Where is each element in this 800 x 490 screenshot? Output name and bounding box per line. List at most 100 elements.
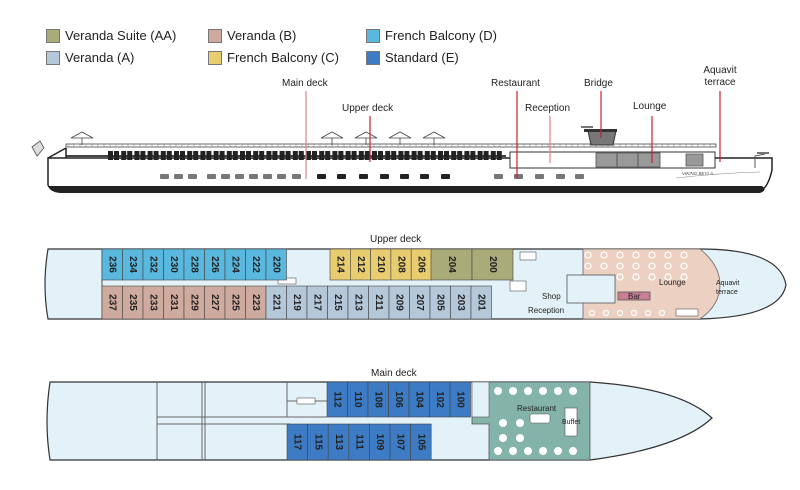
window xyxy=(385,151,391,160)
cabin-111[interactable]: 111 xyxy=(348,423,370,461)
porthole xyxy=(221,174,230,179)
cabin-number: 208 xyxy=(395,256,406,273)
atrium xyxy=(566,274,616,304)
legend: Veranda Suite (AA) Veranda (A) Veranda (… xyxy=(46,28,646,78)
cabin-100[interactable]: 100 xyxy=(449,381,471,418)
cabin-211[interactable]: 211 xyxy=(368,285,390,320)
cabin-113[interactable]: 113 xyxy=(327,423,350,461)
buffet-counter xyxy=(564,407,578,437)
shop-label: Shop xyxy=(542,292,561,301)
window xyxy=(193,151,199,160)
cabin-108[interactable]: 108 xyxy=(367,381,389,418)
cabin-203[interactable]: 203 xyxy=(450,285,472,320)
cabin-117[interactable]: 117 xyxy=(286,423,308,461)
cabin-217[interactable]: 217 xyxy=(306,285,328,320)
cabin-109[interactable]: 109 xyxy=(369,423,391,461)
cabin-102[interactable]: 102 xyxy=(429,381,451,418)
cabin-210[interactable]: 210 xyxy=(370,248,392,281)
cabin-number: 100 xyxy=(455,391,466,408)
buffet-label: Buffet xyxy=(562,419,580,426)
cabin-223[interactable]: 223 xyxy=(245,285,267,320)
porthole xyxy=(249,174,258,179)
porthole xyxy=(317,174,326,179)
cabin-number: 200 xyxy=(487,256,498,273)
window xyxy=(351,151,357,160)
porthole xyxy=(359,174,368,179)
porthole xyxy=(292,174,301,179)
cabin-222[interactable]: 222 xyxy=(245,248,267,281)
cabin-107[interactable]: 107 xyxy=(389,423,411,461)
cabin-number: 111 xyxy=(353,434,364,450)
umbrella-icon xyxy=(354,131,378,139)
porthole xyxy=(380,174,389,179)
cabin-number: 235 xyxy=(127,294,138,311)
window xyxy=(424,151,430,160)
seat xyxy=(664,262,672,270)
window xyxy=(372,151,377,160)
seat xyxy=(600,262,608,270)
cabin-207[interactable]: 207 xyxy=(409,285,431,320)
cabin-number: 222 xyxy=(250,256,261,273)
cabin-215[interactable]: 215 xyxy=(327,285,349,320)
cabin-233[interactable]: 233 xyxy=(142,285,164,320)
cabin-number: 234 xyxy=(127,256,138,273)
window xyxy=(180,151,185,160)
porthole xyxy=(174,174,183,179)
cabin-104[interactable]: 104 xyxy=(408,381,430,418)
cabin-235[interactable]: 235 xyxy=(122,285,144,320)
cabin-237[interactable]: 237 xyxy=(101,285,123,320)
window xyxy=(246,151,251,160)
window xyxy=(108,151,113,160)
ship-side-view: VIKING BEYLA xyxy=(31,91,773,193)
cabin-112[interactable]: 112 xyxy=(326,381,348,418)
cabin-115[interactable]: 115 xyxy=(307,423,329,461)
seat xyxy=(584,251,592,259)
cabin-204[interactable]: 204 xyxy=(430,248,473,281)
cabin-206[interactable]: 206 xyxy=(410,248,432,281)
cabin-225[interactable]: 225 xyxy=(224,285,246,320)
cabin-214[interactable]: 214 xyxy=(329,248,351,281)
cabin-231[interactable]: 231 xyxy=(163,285,185,320)
window xyxy=(332,151,338,160)
cabin-number: 102 xyxy=(434,391,445,408)
legend-label: Standard (E) xyxy=(385,50,459,65)
window xyxy=(319,151,325,160)
cabin-230[interactable]: 230 xyxy=(163,248,185,281)
cabin-105[interactable]: 105 xyxy=(410,423,432,461)
cabin-224[interactable]: 224 xyxy=(224,248,246,281)
cabin-220[interactable]: 220 xyxy=(265,248,287,281)
porthole xyxy=(441,174,450,179)
porthole xyxy=(494,174,503,179)
cabin-219[interactable]: 219 xyxy=(286,285,308,320)
cabin-201[interactable]: 201 xyxy=(470,285,492,320)
cabin-227[interactable]: 227 xyxy=(204,285,226,320)
porthole xyxy=(277,174,286,179)
cabin-106[interactable]: 106 xyxy=(388,381,410,418)
stern-flag-icon xyxy=(31,140,45,157)
cabin-205[interactable]: 205 xyxy=(429,285,451,320)
cabin-200[interactable]: 200 xyxy=(471,248,514,281)
cabin-221[interactable]: 221 xyxy=(265,285,287,320)
cabin-236[interactable]: 236 xyxy=(101,248,123,281)
cabin-229[interactable]: 229 xyxy=(183,285,205,320)
seat xyxy=(632,273,640,281)
cabin-226[interactable]: 226 xyxy=(204,248,226,281)
cabin-208[interactable]: 208 xyxy=(390,248,412,281)
cabin-209[interactable]: 209 xyxy=(388,285,410,320)
cabin-number: 211 xyxy=(373,294,384,311)
cabin-232[interactable]: 232 xyxy=(142,248,164,281)
window xyxy=(147,151,153,160)
porthole xyxy=(420,174,429,179)
legend-label: Veranda (A) xyxy=(65,50,135,65)
cabin-number: 232 xyxy=(148,256,159,273)
cabin-213[interactable]: 213 xyxy=(347,285,369,320)
cabin-110[interactable]: 110 xyxy=(347,381,369,418)
window xyxy=(451,151,457,160)
cabin-228[interactable]: 228 xyxy=(183,248,205,281)
cabin-212[interactable]: 212 xyxy=(349,248,371,281)
window xyxy=(200,151,206,160)
cabin-number: 224 xyxy=(230,256,241,273)
cabin-234[interactable]: 234 xyxy=(122,248,144,281)
window xyxy=(213,151,219,160)
